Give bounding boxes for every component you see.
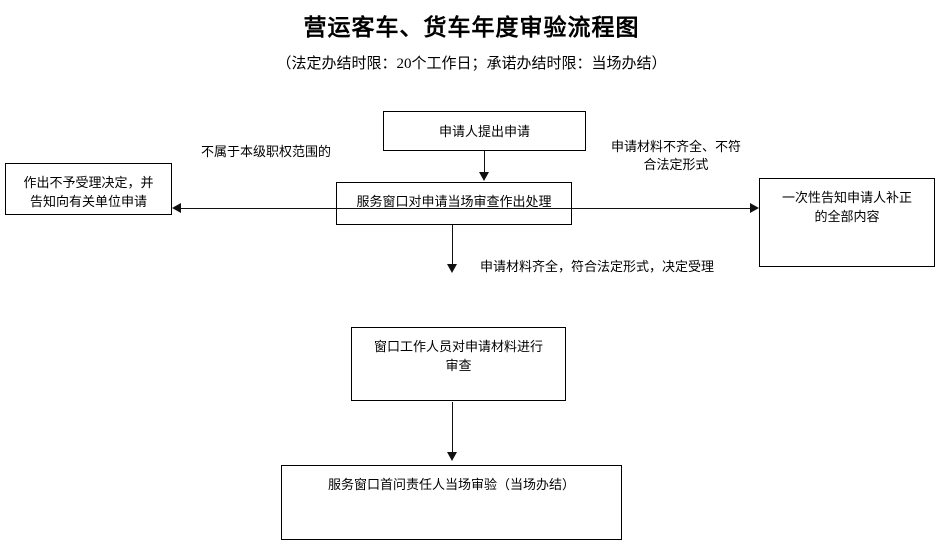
node-window-review-label: 服务窗口对申请当场审查作出处理 — [356, 194, 552, 209]
arrowhead-window-to-staff — [447, 264, 457, 273]
connector-window-to-staff — [452, 225, 453, 266]
node-reject[interactable]: 作出不予受理决定，并 告知向有关单位申请 — [5, 163, 172, 215]
node-window-review[interactable]: 服务窗口对申请当场审查作出处理 — [336, 182, 572, 225]
connector-apply-to-window — [484, 151, 485, 174]
node-staff-review[interactable]: 窗口工作人员对申请材料进行 审查 — [351, 327, 566, 401]
node-notify-fix-label: 一次性告知申请人补正 的全部内容 — [781, 190, 912, 224]
arrowhead-apply-to-window — [479, 172, 489, 181]
node-on-site-label: 服务窗口首问责任人当场审验（当场办结） — [327, 477, 575, 492]
connector-window-to-reject — [180, 208, 572, 209]
node-staff-review-label: 窗口工作人员对申请材料进行 审查 — [373, 339, 543, 373]
node-reject-label: 作出不予受理决定，并 告知向有关单位申请 — [23, 175, 154, 209]
arrowhead-window-to-reject — [172, 203, 181, 213]
node-apply[interactable]: 申请人提出申请 — [383, 111, 586, 151]
edge-label-not-in-scope: 不属于本级职权范围的 — [200, 144, 331, 159]
node-apply-label: 申请人提出申请 — [438, 123, 530, 139]
connector-window-to-notify — [572, 208, 751, 209]
edge-label-incomplete: 申请材料不齐全、不符 合法定形式 — [610, 139, 741, 172]
edge-label-accepted: 申请材料齐全，符合法定形式，决定受理 — [480, 259, 715, 274]
arrowhead-staff-to-onsite — [447, 452, 457, 461]
page-title: 营运客车、货车年度审验流程图 — [303, 15, 640, 40]
page-subtitle: （法定办结时限：20个工作日；承诺办结时限：当场办结） — [276, 56, 667, 72]
node-on-site[interactable]: 服务窗口首问责任人当场审验（当场办结） — [281, 465, 622, 540]
arrowhead-window-to-notify — [750, 203, 759, 213]
node-notify-fix[interactable]: 一次性告知申请人补正 的全部内容 — [759, 178, 935, 267]
connector-staff-to-onsite — [452, 402, 453, 454]
